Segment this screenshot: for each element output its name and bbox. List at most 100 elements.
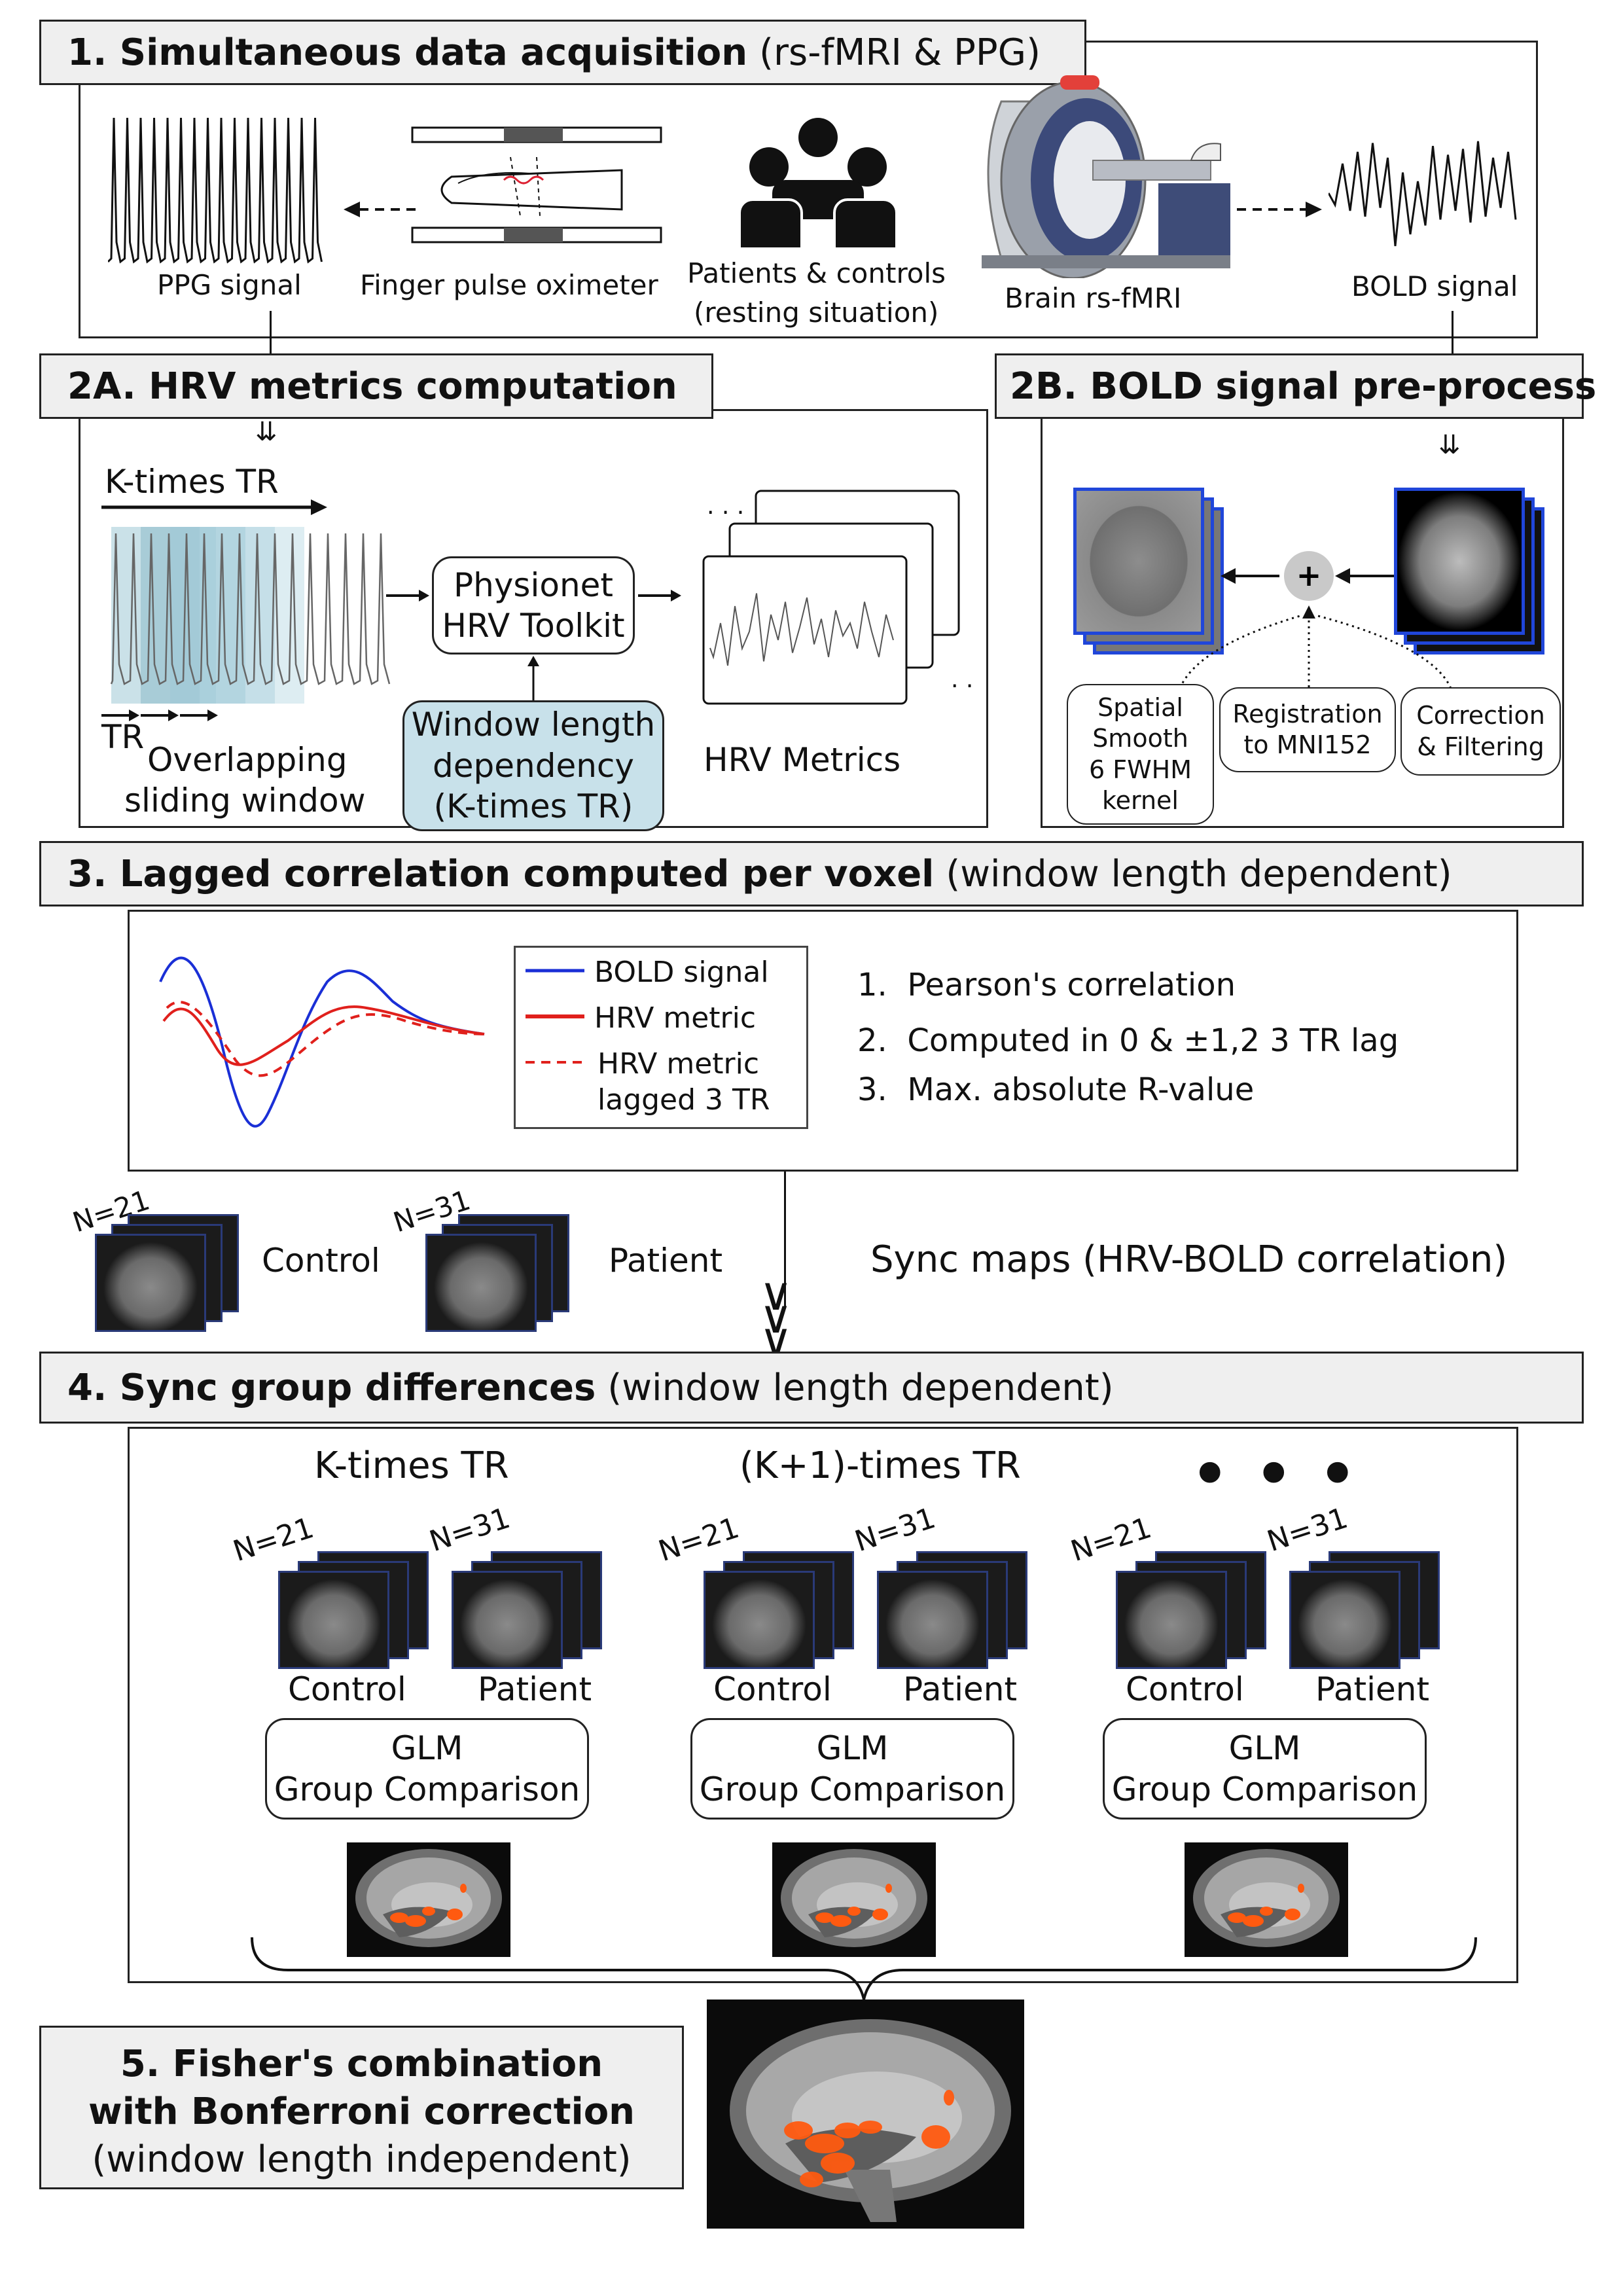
ppg-signal-label: PPG signal <box>157 269 302 301</box>
ktimes-label: K-times TR <box>105 463 279 501</box>
legend-lag-label-2: lagged 3 TR <box>597 1083 770 1117</box>
correction-box: Correction& Filtering <box>1400 687 1561 776</box>
group-header: (K+1)-times TR <box>740 1444 1021 1487</box>
group-patient-label: Patient <box>903 1670 1018 1708</box>
sagittal-brain <box>355 1849 502 1947</box>
sync-patient-stack <box>425 1214 582 1338</box>
oximeter-label: Finger pulse oximeter <box>360 269 658 301</box>
overlap-label-line2: sliding window <box>124 781 366 819</box>
group-control-stack <box>1116 1551 1266 1672</box>
plus-combine-icon: + <box>1221 551 1394 601</box>
sagittal-brain <box>781 1849 927 1947</box>
finger-oximeter-icon <box>411 126 662 243</box>
legend-red-dash-icon <box>526 1061 584 1064</box>
patients-label-line1: Patients & controls <box>687 257 946 289</box>
sync-control-label: Control <box>262 1242 380 1280</box>
brain-slice <box>1289 1571 1400 1669</box>
bold-signal-label: BOLD signal <box>1351 270 1518 302</box>
arrow-up-icon <box>527 656 539 700</box>
dashed-arrow-right-icon <box>1237 202 1322 217</box>
correlation-legend: BOLD signal HRV metric HRV metric lagged… <box>514 946 808 1129</box>
legend-hrv-label: HRV metric <box>594 1001 757 1035</box>
brain-slice <box>95 1234 206 1332</box>
step1-text: 1. Pearson's correlation <box>857 967 1236 1003</box>
final-activation-map <box>707 2000 1024 2229</box>
step3-text: 3. Max. absolute R-value <box>857 1071 1255 1108</box>
svg-text:. . .: . . . <box>951 666 978 693</box>
chevron-down-icon: ⇊ <box>255 417 277 447</box>
brain-slice <box>278 1571 389 1669</box>
legend-red-line-icon <box>526 1014 584 1018</box>
section1-title: 1. Simultaneous data acquisition(rs-fMRI… <box>39 20 1086 85</box>
overlap-label-line1: Overlapping <box>147 741 348 779</box>
group-patient-stack <box>877 1551 1027 1672</box>
sliding-window-plot <box>110 527 391 704</box>
brain-slice <box>1073 488 1204 635</box>
brain-slice <box>425 1234 537 1332</box>
group-control-stack <box>278 1551 429 1672</box>
bold-signal-plot <box>1329 141 1517 247</box>
section5-line1: 5. Fisher's combination <box>120 2043 603 2085</box>
section3-frame <box>128 910 1518 1172</box>
section4-title: 4. Sync group differences(window length … <box>39 1352 1584 1424</box>
sync-patient-label: Patient <box>609 1242 723 1280</box>
group-control-label: Control <box>1126 1670 1244 1708</box>
group-patient-label: Patient <box>1315 1670 1430 1708</box>
arrow-right-icon-2 <box>638 590 681 601</box>
sagittal-brain <box>1193 1849 1340 1947</box>
arrow-right-icon <box>386 590 429 601</box>
sync-control-stack <box>95 1214 252 1338</box>
step2-text: 2. Computed in 0 & ±1,2 3 TR lag <box>857 1022 1399 1059</box>
final-sagittal-brain <box>730 2019 1011 2222</box>
triple-chevron-icon: ∨∨∨ <box>759 1267 793 1367</box>
section3-title: 3. Lagged correlation computed per voxel… <box>39 841 1584 906</box>
section5-line3: (window length independent) <box>92 2138 632 2181</box>
brain-slice <box>452 1571 563 1669</box>
group-activation-map <box>772 1842 936 1957</box>
people-group-icon <box>738 118 898 250</box>
more-ellipsis-icon: ••• <box>1191 1440 1383 1509</box>
hrv-metrics-label: HRV Metrics <box>704 741 901 779</box>
group-control-stack <box>704 1551 854 1672</box>
chevron-down-icon-2b: ⇊ <box>1438 430 1461 460</box>
svg-text:. . .: . . . <box>707 493 744 520</box>
group-patient-stack <box>452 1551 602 1672</box>
section2b-title: 2B. BOLD signal pre-process <box>995 353 1596 419</box>
patients-label-line2: (resting situation) <box>694 296 939 329</box>
mri-scanner-icon <box>982 75 1230 278</box>
group-control-label: Control <box>288 1670 406 1708</box>
group-activation-map <box>1185 1842 1348 1957</box>
sync-maps-label: Sync maps (HRV-BOLD correlation) <box>870 1238 1508 1281</box>
brain-slice <box>1394 488 1525 635</box>
legend-lag-label-1: HRV metric <box>597 1047 760 1081</box>
section5-box: 5. Fisher's combination with Bonferroni … <box>39 2026 684 2189</box>
brain-slice <box>877 1571 988 1669</box>
tr-arrows-icon <box>101 709 218 721</box>
brain-slice <box>704 1571 815 1669</box>
hrv-metrics-stack-plot: . . . . . . <box>702 490 978 705</box>
ktimes-arrow-icon <box>101 499 327 515</box>
section2a-title: 2A. HRV metrics computation <box>39 353 713 419</box>
brain-slice <box>1116 1571 1227 1669</box>
raw-brain-stack <box>1394 488 1551 658</box>
tr-label: TR <box>101 718 145 756</box>
mri-label: Brain rs-fMRI <box>1005 282 1182 314</box>
connector-3-4 <box>784 1172 786 1309</box>
curly-brace-icon <box>251 1937 1477 2000</box>
legend-blue-line-icon <box>526 969 584 973</box>
group-control-label: Control <box>713 1670 832 1708</box>
group-activation-map <box>347 1842 510 1957</box>
legend-bold-label: BOLD signal <box>594 956 769 989</box>
svg-text:+: + <box>1296 558 1322 593</box>
group-patient-stack <box>1289 1551 1440 1672</box>
connector-bold <box>1452 311 1454 370</box>
connector-ppg <box>270 311 272 370</box>
preprocessed-brain-stack <box>1073 488 1230 658</box>
